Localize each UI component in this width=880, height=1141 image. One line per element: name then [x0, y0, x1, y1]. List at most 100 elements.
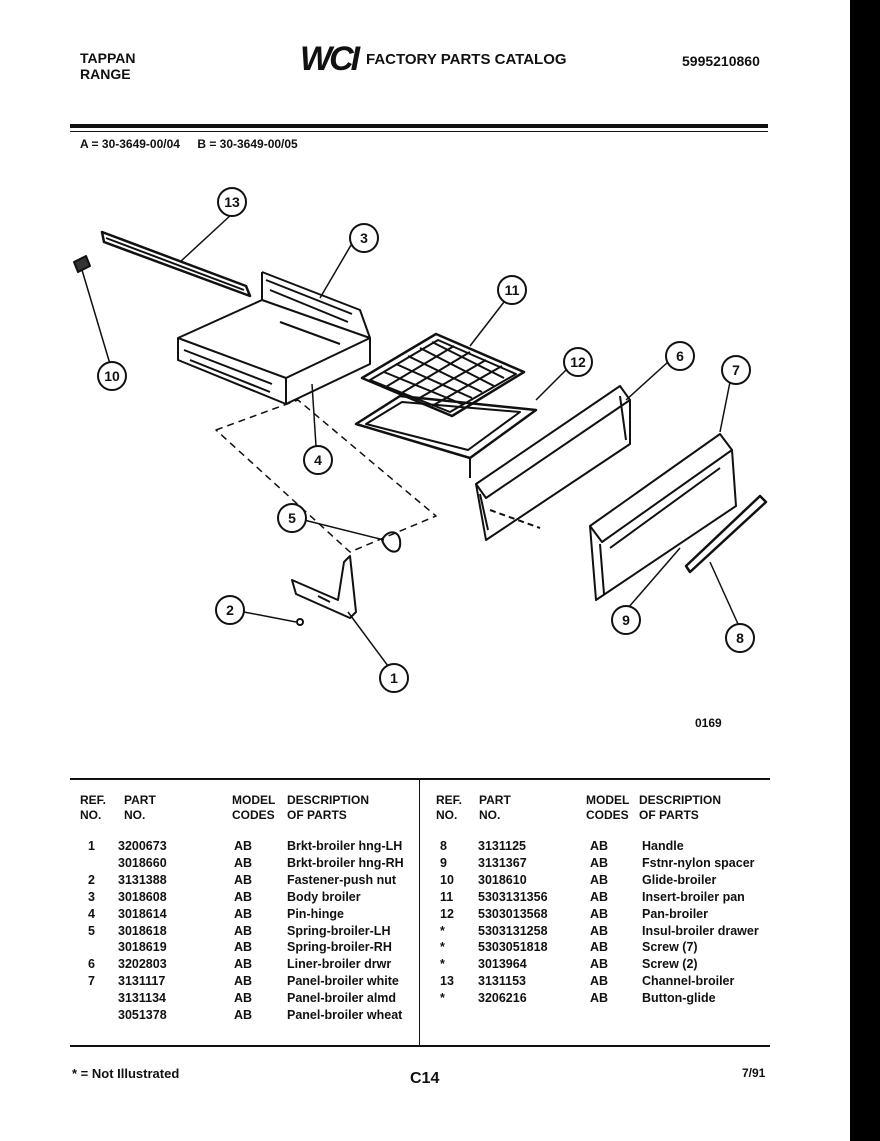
table-cell-part: 3131153: [478, 974, 526, 989]
table-cell-desc: Body broiler: [287, 889, 361, 904]
table-column-divider: [419, 780, 420, 1045]
table-cell-desc: Pin-hinge: [287, 906, 344, 921]
table-cell-part: 3018660: [118, 855, 167, 870]
table-cell-codes: AB: [234, 906, 253, 921]
table-cell-ref: 2: [88, 872, 95, 887]
callout-9: [611, 605, 641, 635]
table-cell-part: 3206216: [478, 991, 527, 1006]
table-cell-part: 5303013568: [478, 906, 548, 921]
table-cell-part: 5303051818: [478, 940, 548, 955]
callout-8: [725, 623, 755, 653]
callout-label-12: 12: [570, 354, 586, 370]
callout-label-10: 10: [104, 368, 120, 384]
table-cell-part: 3018608: [118, 889, 167, 904]
callout-4: [303, 445, 333, 475]
callout-label-9: 9: [622, 612, 630, 628]
table-cell-ref: 9: [440, 855, 447, 870]
table-cell-codes: AB: [590, 957, 609, 972]
part-spring-broiler: [381, 531, 402, 553]
table-cell-desc: Channel-broiler: [642, 974, 735, 989]
table-cell-part: 3018619: [118, 940, 167, 955]
catalog-number: 5995210860: [682, 53, 760, 69]
table-cell-codes: AB: [590, 991, 609, 1006]
table-cell-codes: AB: [590, 906, 609, 921]
callout-3: [349, 223, 379, 253]
part-panel-broiler: [589, 433, 737, 601]
table-cell-ref: 1: [88, 839, 95, 853]
table-cell-codes: AB: [590, 839, 609, 853]
table-cell-ref: *: [440, 957, 445, 972]
brand-line-2: RANGE: [80, 66, 131, 82]
callout-7: [721, 355, 751, 385]
table-top-rule: [70, 778, 770, 780]
table-cell-part: 3131117: [118, 974, 166, 989]
table-cell-ref: 4: [88, 906, 95, 921]
table-cell-codes: AB: [234, 957, 253, 972]
table-cell-codes: AB: [590, 974, 609, 989]
table-cell-codes: AB: [234, 923, 253, 938]
callout-label-3: 3: [360, 230, 368, 246]
table-cell-part: 5303131258: [478, 923, 548, 938]
leader-lines: [81, 213, 739, 667]
brand-block: TAPPAN RANGE: [80, 50, 135, 82]
table-cell-desc: Screw (2): [642, 957, 698, 972]
table-cell-part: 3018614: [118, 906, 167, 921]
part-bracket-broiler-hinge: [291, 555, 357, 619]
table-cell-part: 3131388: [118, 872, 167, 887]
table-cell-desc: Handle: [642, 839, 684, 853]
table-cell-desc: Glide-broiler: [642, 872, 717, 887]
table-cell-ref: *: [440, 991, 445, 1006]
table-cell-codes: AB: [590, 855, 609, 870]
table-cell-ref: 8: [440, 839, 447, 853]
callout-13: [217, 187, 247, 217]
table-cell-codes: AB: [234, 855, 253, 870]
table-cell-ref: *: [440, 923, 445, 938]
table-cell-desc: Spring-broiler-RH: [287, 940, 392, 955]
table-cell-part: 3131134: [118, 991, 166, 1006]
part-fastener-push-nut: [296, 618, 304, 626]
table-cell-codes: AB: [590, 889, 609, 904]
table-cell-ref: 10: [440, 872, 454, 887]
table-cell-codes: AB: [590, 872, 609, 887]
table-cell-ref: 11: [440, 889, 454, 904]
table-cell-codes: AB: [234, 974, 253, 989]
table-cell-part: 3131125: [478, 839, 526, 853]
callout-5: [277, 503, 307, 533]
table-cell-part: 3018610: [478, 872, 527, 887]
callout-6: [665, 341, 695, 371]
table-cell-desc: Panel-broiler almd: [287, 991, 397, 1006]
callout-label-6: 6: [676, 348, 684, 364]
table-cell-desc: Spring-broiler-LH: [287, 923, 391, 938]
callout-circles: [97, 187, 755, 693]
model-a: A = 30-3649-00/04: [80, 137, 180, 151]
callout-11: [497, 275, 527, 305]
table-cell-part: 3018618: [118, 923, 167, 938]
callout-label-2: 2: [226, 602, 234, 618]
table-cell-ref: 5: [88, 923, 95, 938]
callout-labels: 13 3 11 12 6 7 10 4 5 2 1 9 8: [104, 194, 744, 686]
table-cell-ref: 7: [88, 974, 95, 989]
part-handle: [684, 494, 768, 574]
callout-2: [215, 595, 245, 625]
table-cell-ref: 3: [88, 889, 95, 904]
part-body-broiler: [177, 271, 371, 405]
broiler-outline-dashed: [215, 399, 437, 553]
callout-label-11: 11: [505, 282, 520, 298]
model-list: A = 30-3649-00/04 B = 30-3649-00/05: [80, 137, 312, 151]
table-cell-codes: AB: [234, 839, 253, 853]
page-number: C14: [410, 1070, 440, 1087]
table-cell-part: 3013964: [478, 957, 527, 972]
exploded-parts-diagram: 13 3 11 12 6 7 10 4 5 2 1 9 8: [73, 187, 768, 693]
model-b: B = 30-3649-00/05: [197, 137, 298, 151]
callout-label-13: 13: [224, 194, 240, 210]
part-pan-broiler: [354, 394, 538, 478]
callout-12: [563, 347, 593, 377]
table-cell-desc: Pan-broiler: [642, 906, 708, 921]
diagram-code: 0169: [695, 716, 722, 730]
table-cell-codes: AB: [590, 923, 609, 938]
callout-label-1: 1: [390, 670, 398, 686]
part-glide-broiler: [73, 255, 91, 273]
